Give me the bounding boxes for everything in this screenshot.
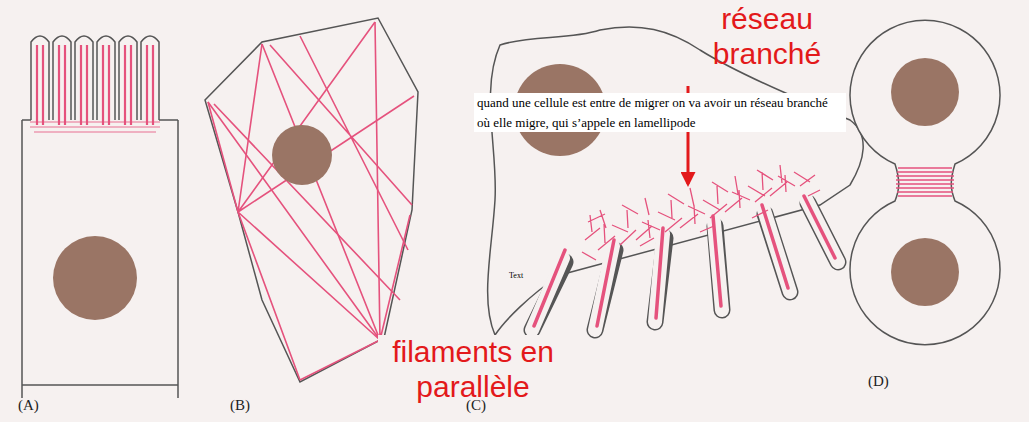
panel-letter: (C) — [466, 396, 486, 414]
annotation-title: filaments en parallèle — [378, 335, 568, 404]
panel-letter: (A) — [18, 396, 39, 414]
migrating-cell — [488, 27, 864, 335]
panel-letter: (B) — [230, 396, 250, 414]
panel-letter: (D) — [868, 372, 889, 390]
dividing-cell — [850, 20, 1000, 344]
annotation-note: quand une cellule est entre de migrer on… — [474, 93, 846, 132]
fibroblast-cell — [205, 18, 418, 382]
placeholder-text: Text — [509, 271, 523, 281]
epithelial-cell — [22, 36, 178, 398]
annotation-title: réseau branché — [672, 2, 862, 71]
